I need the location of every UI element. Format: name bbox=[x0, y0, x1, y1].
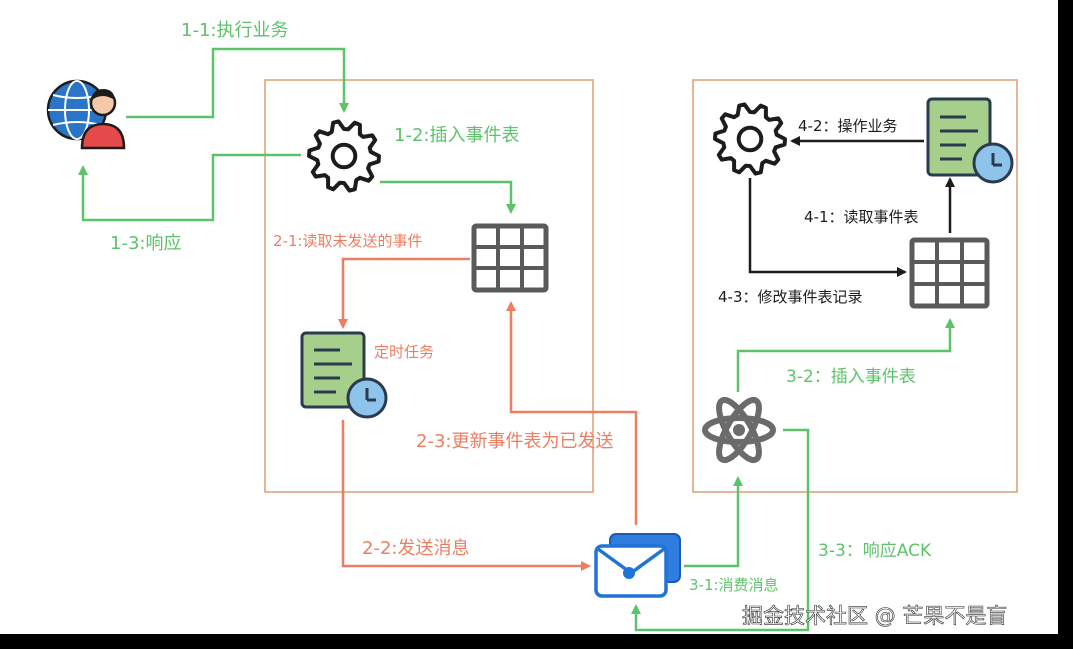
label-step-3-3: 3-3：响应ACK bbox=[818, 541, 932, 561]
scheduled-task-icon bbox=[300, 331, 388, 419]
label-step-1-3: 1-3:响应 bbox=[110, 233, 181, 254]
label-step-1-2: 1-2:插入事件表 bbox=[394, 125, 519, 146]
label-step-4-2: 4-2：操作业务 bbox=[798, 117, 898, 135]
message-queue-envelope-icon bbox=[594, 533, 681, 598]
arrow-1-2 bbox=[380, 180, 516, 214]
consumer-task-icon bbox=[926, 97, 1014, 184]
arrow-3-1 bbox=[684, 476, 743, 568]
label-step-3-2: 3-2：插入事件表 bbox=[786, 367, 916, 387]
watermark-text: 掘金技术社区 @ 芒果不是盲 bbox=[742, 604, 1007, 628]
arrow-2-2 bbox=[341, 420, 591, 571]
label-step-2-2: 2-2:发送消息 bbox=[362, 538, 469, 559]
consumer-service-box bbox=[692, 79, 1018, 493]
producer-gear-icon bbox=[307, 119, 381, 193]
consumer-event-table-icon bbox=[909, 237, 990, 309]
user-globe-icon bbox=[46, 79, 126, 150]
label-step-4-3: 4-3：修改事件表记录 bbox=[718, 288, 863, 306]
label-scheduled-task: 定时任务 bbox=[374, 343, 434, 361]
arrow-2-3 bbox=[506, 301, 638, 525]
label-step-2-3: 2-3:更新事件表为已发送 bbox=[416, 431, 613, 452]
arrow-2-1 bbox=[338, 257, 470, 329]
atom-icon bbox=[702, 396, 776, 464]
producer-event-table-icon bbox=[471, 223, 549, 293]
arrow-3-2 bbox=[736, 318, 955, 392]
label-step-2-1: 2-1:读取未发送的事件 bbox=[273, 232, 423, 250]
arrow-1-1 bbox=[126, 47, 349, 119]
arrow-4-3 bbox=[748, 178, 907, 277]
producer-service-box bbox=[264, 79, 594, 493]
label-step-1-1: 1-1:执行业务 bbox=[181, 20, 288, 41]
consumer-gear-icon bbox=[713, 102, 787, 176]
arrow-1-3 bbox=[78, 153, 301, 222]
arrow-3-3 bbox=[631, 428, 810, 632]
label-step-3-1: 3-1:消费消息 bbox=[689, 576, 779, 594]
label-step-4-1: 4-1：读取事件表 bbox=[804, 208, 919, 226]
canvas-background bbox=[0, 0, 1058, 634]
